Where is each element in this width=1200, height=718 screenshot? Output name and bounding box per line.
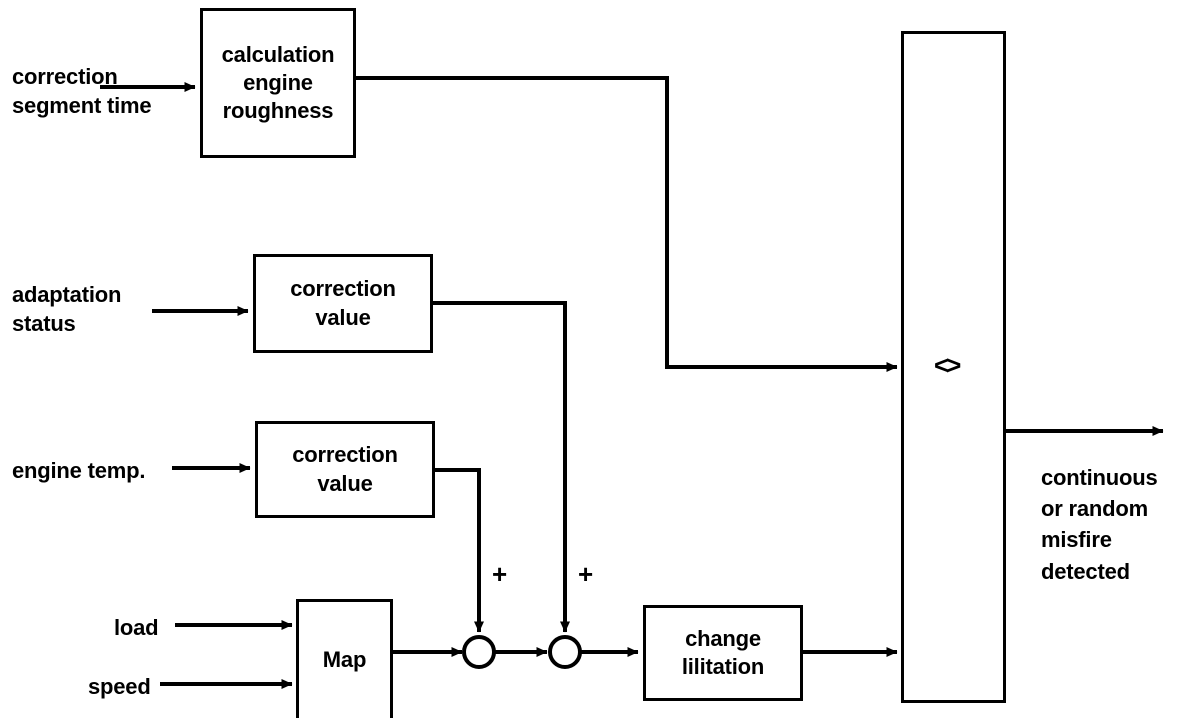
input-label-speed: speed: [88, 672, 151, 701]
block-correction-value-temperature[interactable]: correction value: [255, 421, 435, 518]
block-label-line: lilitation: [681, 654, 765, 679]
output-label-misfire: continuous or random misfire detected: [1041, 462, 1158, 587]
input-label-line: status: [12, 311, 76, 337]
input-label-load: load: [114, 613, 159, 642]
input-label-line: engine temp.: [12, 458, 146, 483]
block-label-line: value: [315, 304, 371, 330]
input-label-line: correction: [12, 64, 118, 89]
sum-junction-1-sign: +: [492, 559, 508, 589]
block-comparator[interactable]: [901, 31, 1006, 703]
input-label-engine-temp: engine temp.: [12, 456, 145, 485]
input-label-adaptation-status: adaptation status: [12, 280, 121, 338]
input-label-line: segment time: [12, 93, 152, 119]
block-calculation-engine-roughness[interactable]: calculation engine roughness: [200, 8, 356, 158]
output-label-line: or random: [1041, 496, 1148, 522]
wire-roughness-to-comparator: [355, 76, 898, 372]
block-label-line: Map: [322, 646, 367, 672]
output-label-line: continuous: [1041, 465, 1158, 490]
block-label-line: roughness: [222, 98, 334, 124]
block-correction-value-adaptation[interactable]: correction value: [253, 254, 433, 353]
output-label-line: detected: [1041, 558, 1130, 584]
block-label-line: correction: [290, 276, 396, 302]
comparator-symbol: <>: [934, 350, 961, 380]
block-change-limitation[interactable]: change lilitation: [643, 605, 803, 701]
input-label-line: speed: [88, 674, 151, 699]
block-label-line: engine: [243, 69, 313, 95]
sum-junction-1: [462, 635, 496, 669]
input-label-line: load: [114, 615, 159, 640]
sum-junction-2-sign: +: [578, 559, 594, 589]
wire-correction-temp-to-sum1: [434, 468, 484, 633]
block-label-line: change: [685, 625, 761, 651]
input-label-correction-segment-time: correction segment time: [12, 62, 152, 120]
block-map[interactable]: Map: [296, 599, 393, 718]
wire-correction-adaptation-to-sum2: [432, 301, 570, 633]
sum-junction-2: [548, 635, 582, 669]
output-label-line: misfire: [1041, 527, 1112, 553]
block-label-line: correction: [292, 442, 398, 468]
input-label-line: adaptation: [12, 282, 122, 307]
block-label-line: calculation: [221, 41, 335, 67]
block-label-line: value: [317, 470, 373, 496]
